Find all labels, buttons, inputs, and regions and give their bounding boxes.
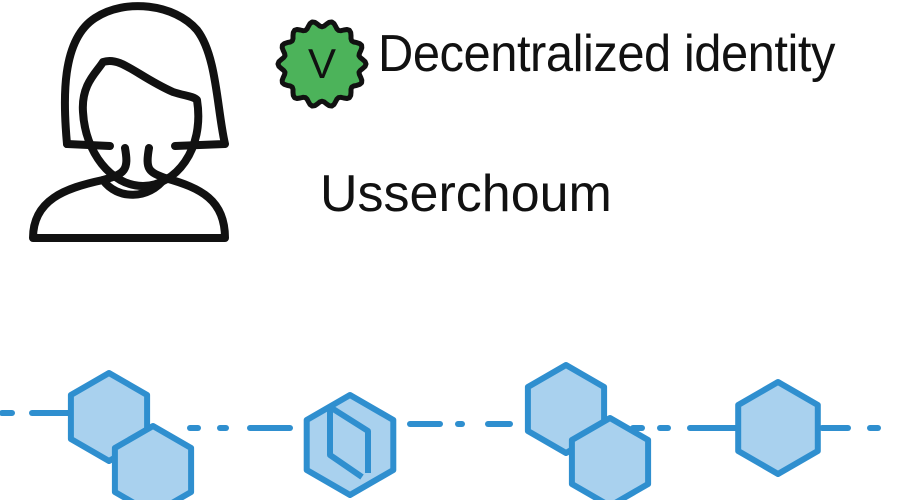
block-4: [735, 379, 821, 477]
block-1: [67, 370, 195, 500]
blockchain-chain-icon: [0, 362, 881, 500]
block-hexagon: [735, 379, 821, 477]
page-title: Decentralized identity: [378, 25, 835, 83]
block-hexagon: [568, 415, 652, 500]
block-hexagon: [111, 423, 195, 500]
block-hexagon: [303, 392, 397, 498]
username-label: Usserchoum: [320, 165, 612, 223]
badge-label: V: [308, 40, 336, 87]
block-2: [303, 392, 397, 498]
verified-badge-icon: V: [275, 19, 369, 109]
block-3: [524, 362, 652, 500]
user-avatar-icon: [29, 2, 229, 242]
cube-edges: [327, 404, 371, 480]
